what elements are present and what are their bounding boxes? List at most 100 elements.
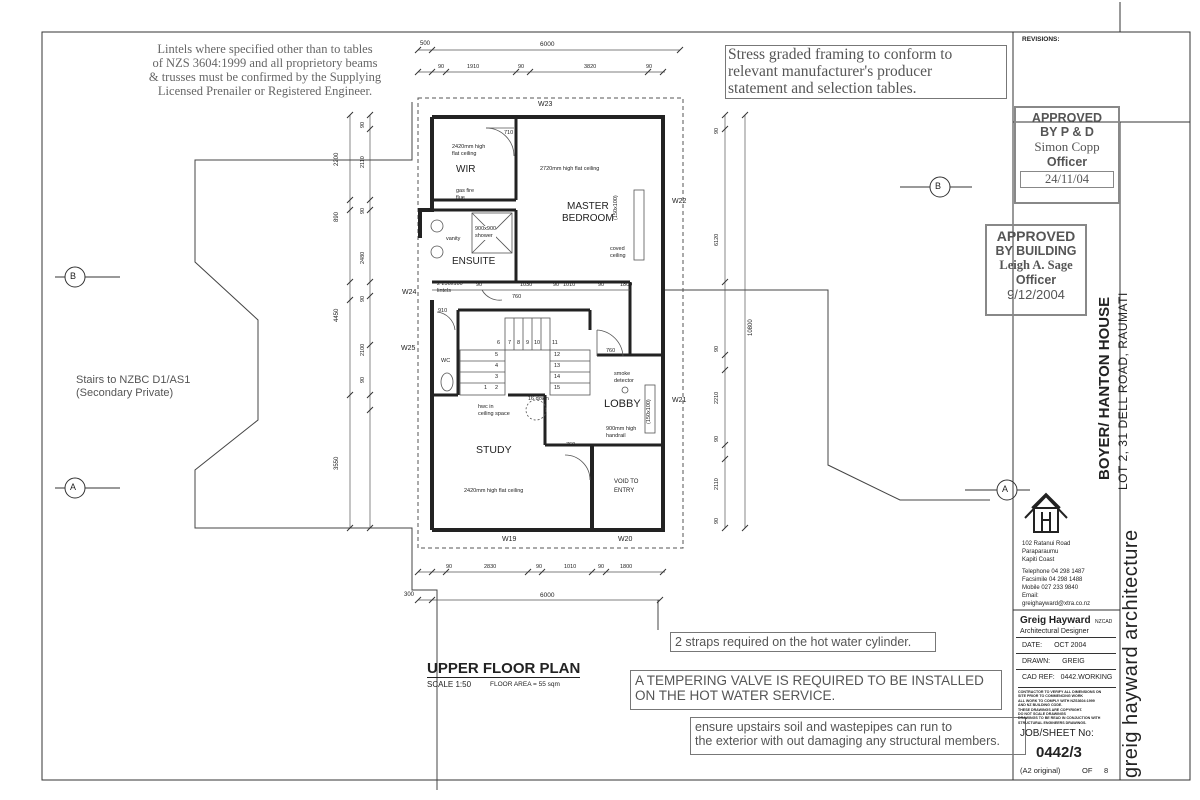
dim-right-inner-value: 90 bbox=[714, 345, 720, 352]
stair-number: 11 bbox=[552, 340, 558, 346]
annotation-line: hwc in bbox=[478, 404, 494, 410]
window-label-w25: W25 bbox=[401, 345, 416, 352]
tempering-note: A TEMPERING VALVE IS REQUIRED TO BE INST… bbox=[630, 670, 1002, 710]
dim-internal-value: 90 bbox=[598, 282, 605, 288]
stair-number: 15 bbox=[554, 385, 561, 391]
wir-ceiling-note: 2420mm high flat ceiling bbox=[452, 144, 485, 158]
tb-date-label: DATE: bbox=[1022, 642, 1043, 649]
stair-number: 1 bbox=[484, 385, 488, 391]
stamp-line: BY BUILDING bbox=[995, 244, 1077, 258]
soil-note-line: ensure upstairs soil and wastepipes can … bbox=[695, 720, 953, 734]
section-marker-label: A bbox=[70, 482, 77, 492]
annotation-line: ceiling space bbox=[478, 411, 510, 417]
dimension-tick bbox=[346, 296, 354, 304]
stamp-name: Simon Copp bbox=[1034, 139, 1100, 154]
dim-left-inner-value: 90 bbox=[360, 121, 366, 128]
dim-right-inner-value: 6120 bbox=[714, 233, 720, 246]
project-title: BOYER/ HANTON HOUSE bbox=[1096, 296, 1113, 480]
stair-treads bbox=[459, 317, 591, 396]
room-label-line: ENTRY bbox=[614, 488, 635, 494]
annotation-line: flue bbox=[456, 195, 465, 201]
dimension-tick bbox=[524, 568, 532, 576]
dimension-tick bbox=[366, 524, 374, 532]
lintels-note-line: Licensed Prenailer or Registered Enginee… bbox=[157, 84, 373, 98]
tempering-note-line: ON THE HOT WATER SERVICE. bbox=[635, 688, 836, 703]
dimension-tick bbox=[721, 524, 729, 532]
dim-internal-value: 1800 bbox=[620, 282, 633, 288]
dimension-tick bbox=[659, 568, 667, 576]
dimension-tick bbox=[366, 196, 374, 204]
stamp-date: 24/11/04 bbox=[1020, 171, 1114, 188]
dim-internal-value: 1030 bbox=[520, 282, 533, 288]
plan-scale: SCALE 1:50 bbox=[427, 680, 472, 689]
dimension-tick bbox=[721, 351, 729, 359]
dimension-tick bbox=[346, 206, 354, 214]
lintels-note-line: & trusses must be confirmed by the Suppl… bbox=[148, 70, 382, 84]
dim-bottom-value: 90 bbox=[536, 564, 543, 570]
dim-internal-value: 760 bbox=[512, 294, 522, 300]
dimension-tick bbox=[721, 455, 729, 463]
tb-drawn-row: DRAWN: GREIG bbox=[1016, 653, 1116, 669]
dim-left-inner-value: 90 bbox=[360, 207, 366, 214]
tb-cad-value: 0442.WORKING bbox=[1060, 674, 1113, 681]
beam-size-note: (150x100) bbox=[613, 195, 619, 220]
annotation-line: handrail bbox=[606, 433, 626, 439]
fine-print-line: AND NZ BUILDING CODE. bbox=[1018, 703, 1063, 708]
beam-size-note-lobby: (150x100) bbox=[646, 399, 652, 424]
dim-bottom-value: 90 bbox=[598, 564, 605, 570]
room-label-lobby: LOBBY bbox=[604, 398, 641, 410]
stamp-line: APPROVED bbox=[996, 228, 1076, 244]
revisions-label: REVISIONS: bbox=[1022, 36, 1060, 43]
dimension-tick bbox=[414, 68, 422, 76]
dim-left-inner-value: 90 bbox=[360, 295, 366, 302]
dimension-tick bbox=[741, 524, 749, 532]
straps-note: 2 straps required on the hot water cylin… bbox=[670, 632, 936, 652]
stair-number: 4 bbox=[495, 363, 499, 369]
tb-date-row: DATE: OCT 2004 bbox=[1016, 637, 1116, 653]
dim-internal-value: 910 bbox=[438, 308, 448, 314]
designer-name: Greig Hayward bbox=[1020, 615, 1091, 626]
dimension-tick bbox=[721, 125, 729, 133]
tb-date-value: OCT 2004 bbox=[1054, 642, 1087, 649]
dimension-tick bbox=[428, 568, 436, 576]
stamp-name: Leigh A. Sage bbox=[999, 258, 1073, 272]
soil-note-line: the exterior with out damaging any struc… bbox=[695, 734, 1000, 748]
stair-number: 8 bbox=[517, 340, 521, 346]
annotation-line: coved bbox=[610, 246, 625, 252]
plan-area: FLOOR AREA = 55 sqm bbox=[490, 681, 560, 688]
section-markers bbox=[55, 176, 1030, 501]
room-label-void: VOID TO ENTRY bbox=[614, 478, 638, 496]
room-label-master-bedroom: MASTER BEDROOM bbox=[562, 201, 614, 225]
dimension-tick bbox=[366, 206, 374, 214]
dim-top-value: 90 bbox=[438, 64, 445, 70]
vanity-note: vanity bbox=[446, 236, 461, 242]
annotation-line: 2420mm high bbox=[452, 144, 486, 150]
dimension-tick bbox=[366, 391, 374, 399]
building-approval-stamp: APPROVED BY BUILDING Leigh A. Sage Offic… bbox=[985, 224, 1087, 316]
dim-bottom-value: 90 bbox=[446, 564, 453, 570]
contact-line: 102 Ratanui Road bbox=[1022, 541, 1071, 547]
dimension-tick bbox=[721, 366, 729, 374]
designer-role: Architectural Designer bbox=[1020, 628, 1089, 635]
dimension-tick bbox=[366, 406, 374, 414]
fine-print-line: THESE DRAWINGS ARE COPYRIGHT. bbox=[1018, 707, 1083, 712]
framing-note-line: statement and selection tables. bbox=[728, 80, 917, 97]
dimension-tick bbox=[366, 125, 374, 133]
annotation-line: ceiling bbox=[610, 253, 626, 259]
dim-right-inner-value: 2210 bbox=[714, 391, 720, 404]
job-sheet-number: 0442/3 bbox=[1036, 744, 1082, 761]
master-ceiling-note: 2720mm high flat ceiling bbox=[540, 166, 600, 172]
stamp-line: BY P & D bbox=[1040, 125, 1094, 139]
contact-line: Facsimile 04 298 1488 bbox=[1022, 576, 1083, 583]
soil-note: ensure upstairs soil and wastepipes can … bbox=[690, 717, 1026, 755]
sheet-of-total: 8 bbox=[1104, 766, 1109, 775]
dimension-tick bbox=[428, 596, 436, 604]
dim-internal-value: 760 bbox=[606, 348, 616, 354]
dim-top-value: 3820 bbox=[584, 64, 597, 70]
straps-note-text: 2 straps required on the hot water cylin… bbox=[675, 635, 912, 649]
annotation-line: 900x900 bbox=[475, 226, 497, 232]
dimension-tick bbox=[366, 111, 374, 119]
annotation-line: lintels bbox=[437, 288, 452, 294]
